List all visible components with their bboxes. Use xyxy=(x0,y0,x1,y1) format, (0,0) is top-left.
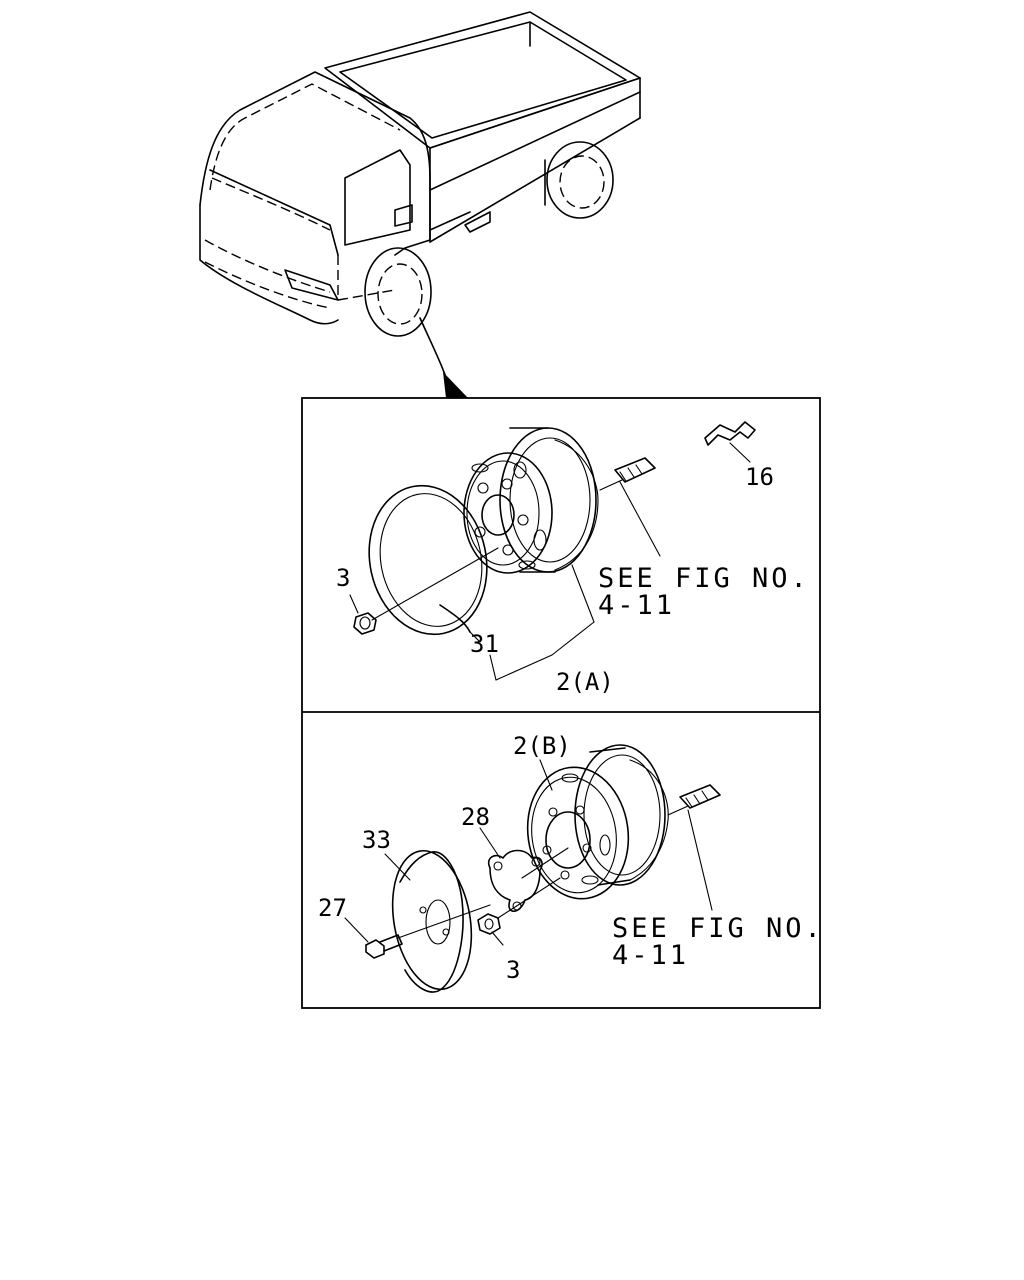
label-ring-31: 31 xyxy=(470,630,499,658)
wheel-2b-drawing xyxy=(344,744,721,993)
ref-bottom-line2: 4-11 xyxy=(612,940,689,971)
plate-28 xyxy=(487,847,569,913)
label-wheel-2b: 2(B) xyxy=(513,732,571,760)
clip-16 xyxy=(704,421,756,463)
ref-top-line1: SEE FIG NO. xyxy=(598,563,810,594)
wheel-stud-top xyxy=(599,457,656,491)
bolt-27 xyxy=(365,904,491,959)
label-wheel-2a: 2(A) xyxy=(556,668,614,696)
label-nut-3-bottom: 3 xyxy=(506,956,520,984)
wheel-2a-drawing xyxy=(349,427,661,681)
label-bolt-27: 27 xyxy=(318,894,347,922)
disc-33 xyxy=(391,849,473,993)
nut-3-bottom xyxy=(477,877,561,935)
ref-top-line2: 4-11 xyxy=(598,590,675,621)
label-clip-16: 16 xyxy=(745,463,774,491)
truck-illustration xyxy=(199,11,641,337)
label-plate-28: 28 xyxy=(461,803,490,831)
callout-arrow xyxy=(419,317,468,398)
label-disc-33: 33 xyxy=(362,826,391,854)
label-nut-3-top: 3 xyxy=(336,564,350,592)
wheel-stud-bottom xyxy=(667,784,721,816)
ref-bottom-line1: SEE FIG NO. xyxy=(612,913,824,944)
detail-frame xyxy=(301,397,821,1009)
